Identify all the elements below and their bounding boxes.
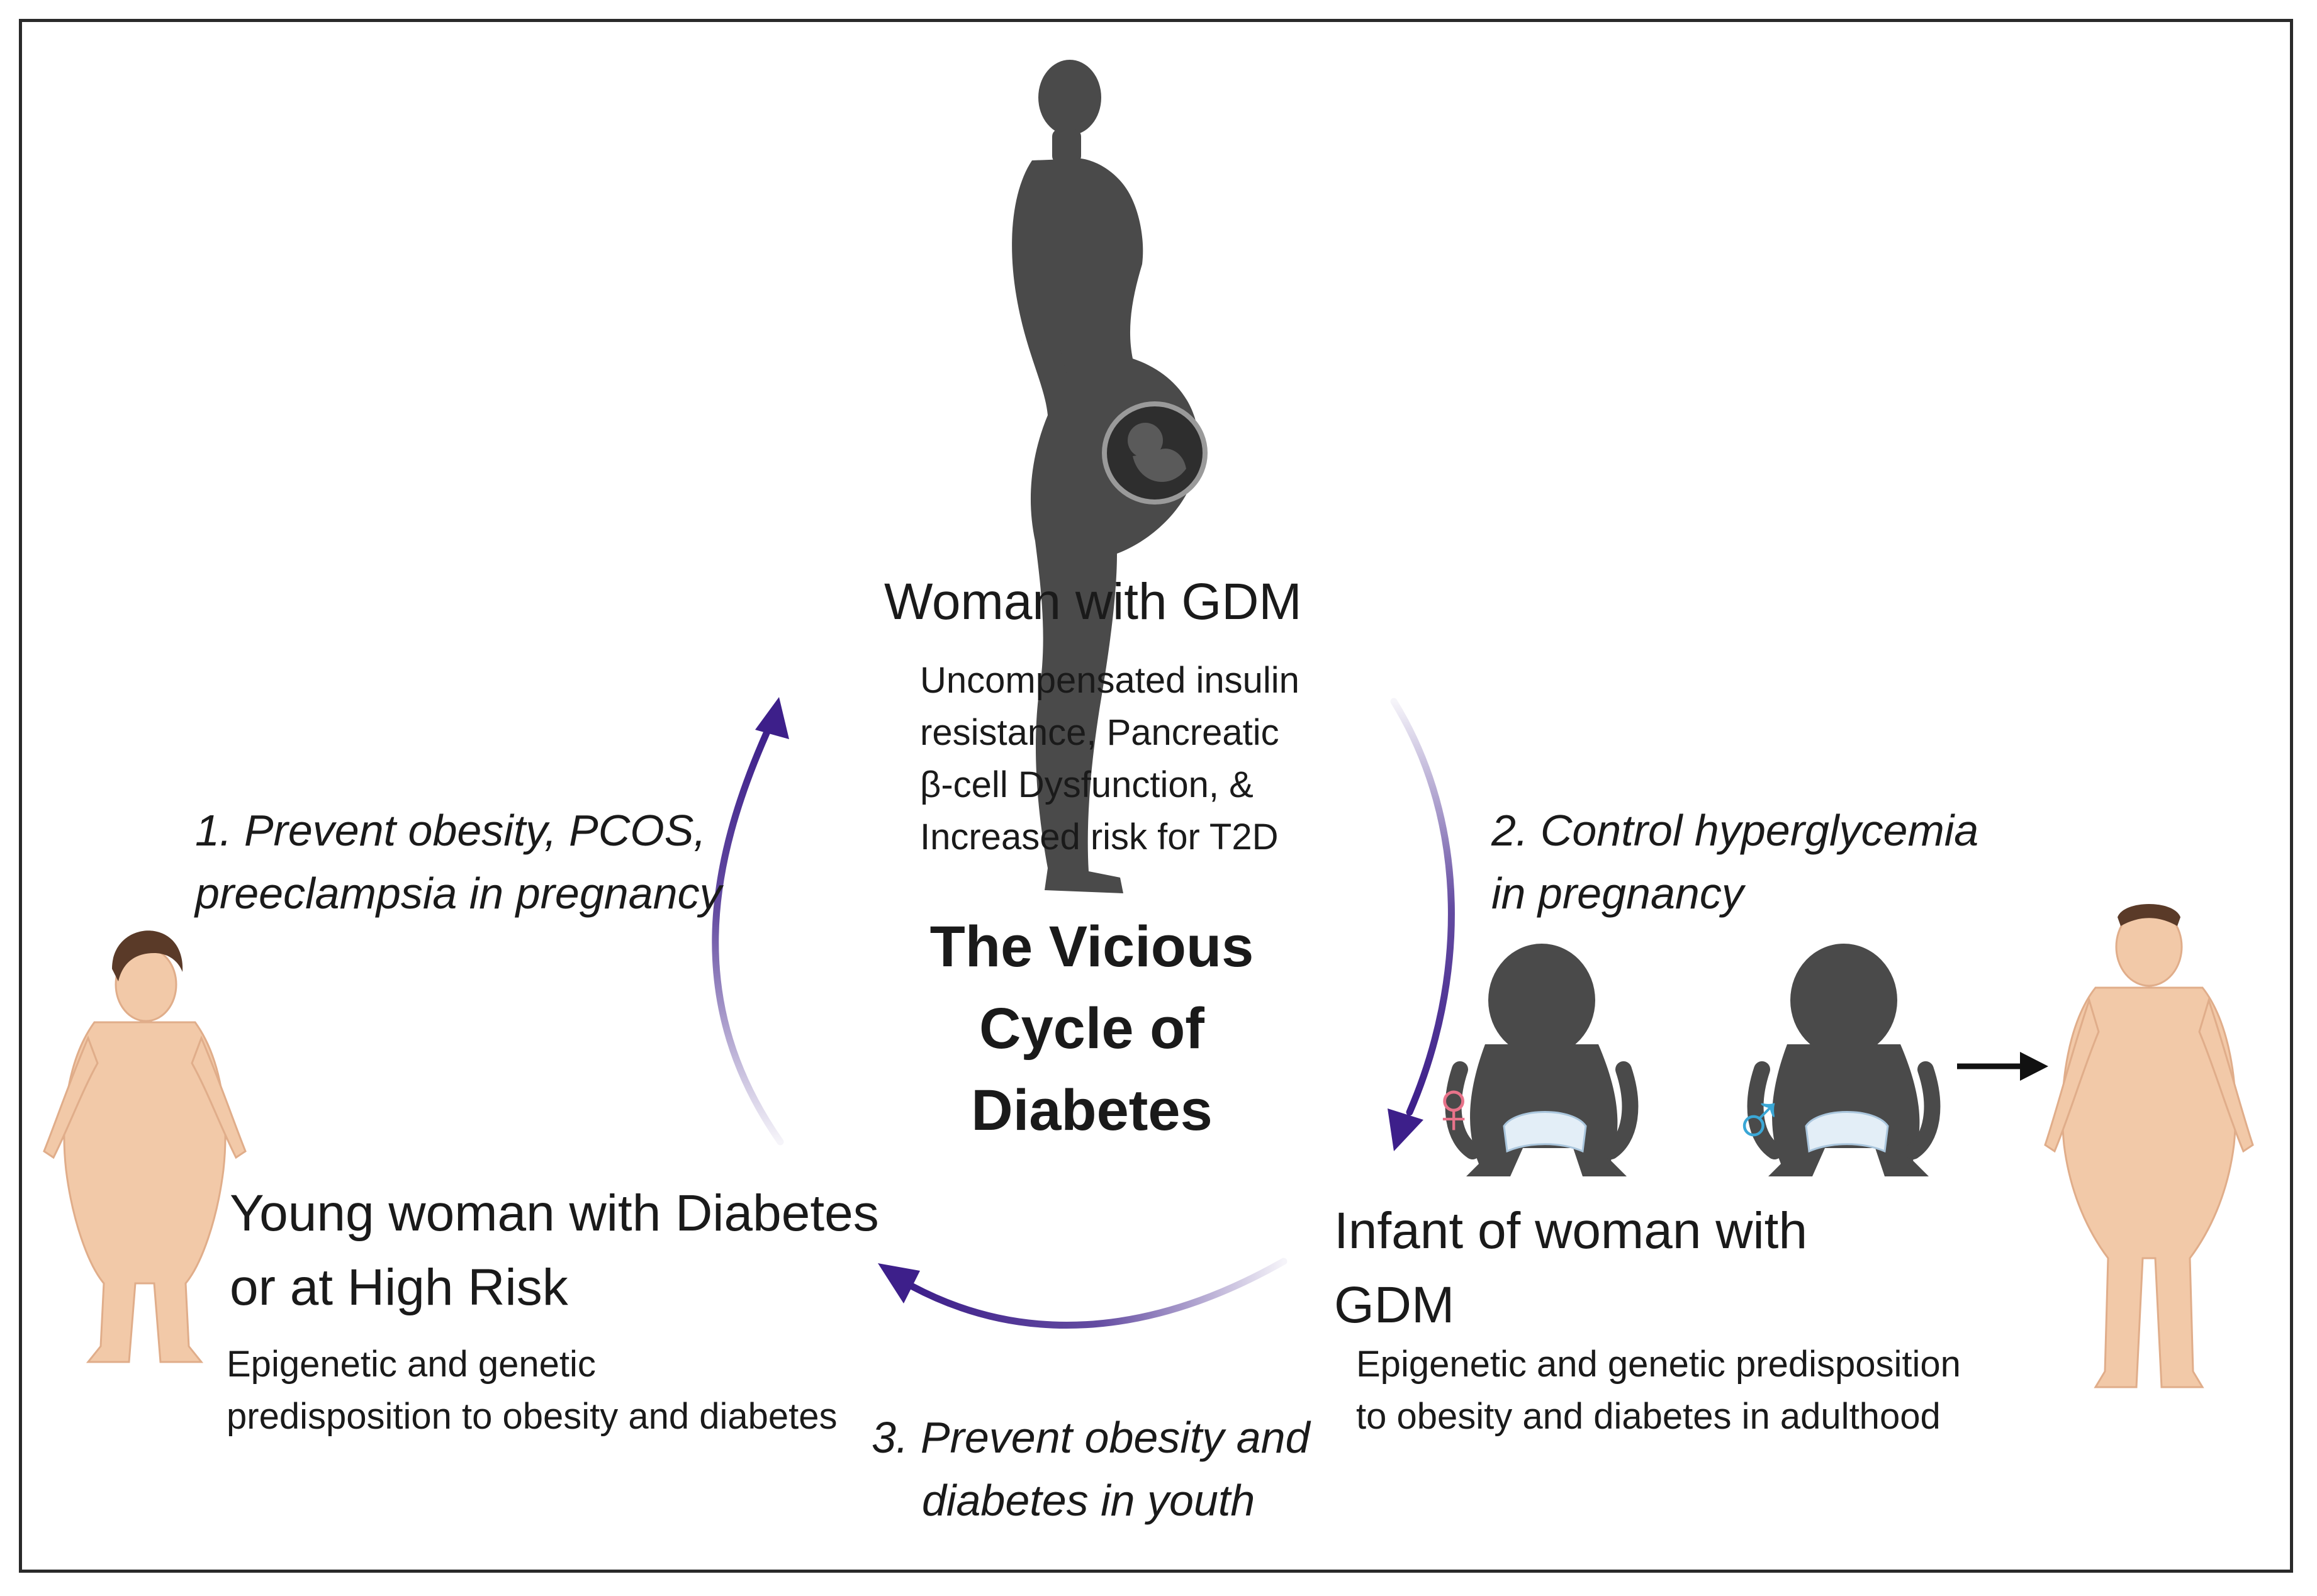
step-3-line-1: 3. Prevent obesity and [872, 1413, 1310, 1462]
infant-title-line-1: Infant of woman with [1334, 1202, 1808, 1259]
center-title-line-2: Cycle of [979, 996, 1204, 1061]
woman-gdm-desc-4: Increased risk for T2D [920, 817, 1279, 857]
young-woman-title-line-2: or at High Risk [230, 1259, 568, 1316]
young-woman-desc-2: predisposition to obesity and diabetes [227, 1396, 838, 1437]
young-woman-title-line-1: Young woman with Diabetes [230, 1185, 879, 1242]
infant-desc-2: to obesity and diabetes in adulthood [1356, 1396, 1941, 1437]
young-woman-desc-1: Epigenetic and genetic [227, 1344, 596, 1385]
woman-gdm-title: Woman with GDM [884, 573, 1302, 630]
center-title-line-1: The Vicious [929, 915, 1254, 979]
infant-title-line-2: GDM [1334, 1276, 1455, 1334]
female-symbol-icon: ♀ [1425, 1065, 1482, 1149]
figure-frame [19, 19, 2293, 1573]
male-symbol-icon: ♂ [1731, 1078, 1787, 1162]
cycle-arrow-1 [712, 697, 789, 1146]
cycle-arrow-2 [1388, 698, 1455, 1151]
baby-boy-silhouette [1747, 944, 1941, 1176]
fetus-icon [1102, 401, 1208, 505]
woman-gdm-desc-1: Uncompensated insulin [920, 660, 1299, 701]
step-3-line-2: diabetes in youth [922, 1476, 1255, 1525]
cycle-arrow-3 [878, 1258, 1288, 1329]
step-2-line-2: in pregnancy [1491, 869, 1744, 918]
infant-desc-1: Epigenetic and genetic predisposition [1356, 1344, 1961, 1385]
center-title-line-3: Diabetes [971, 1078, 1213, 1142]
step-1-line-1: 1. Prevent obesity, PCOS, [195, 806, 706, 855]
baby-girl-silhouette [1445, 944, 1639, 1176]
step-2-line-1: 2. Control hyperglycemia [1491, 806, 1979, 855]
pregnant-woman-silhouette [1012, 60, 1199, 893]
young-woman-figure [43, 930, 247, 1363]
growth-arrow [1957, 1052, 2048, 1081]
woman-gdm-desc-2: resistance, Pancreatic [920, 712, 1279, 753]
adult-obese-figure [2044, 904, 2254, 1388]
step-1-line-2: preeclampsia in pregnancy [195, 869, 722, 918]
woman-gdm-desc-3: β-cell Dysfunction, & [920, 764, 1254, 805]
